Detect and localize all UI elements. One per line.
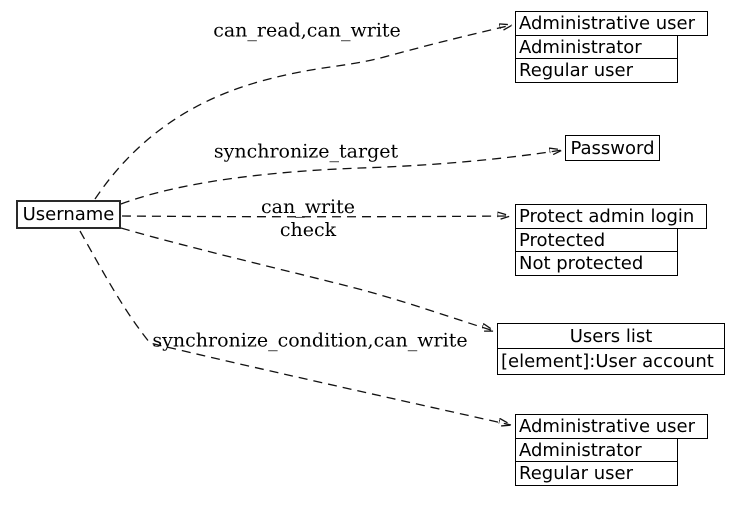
record-row: Not protected — [515, 251, 678, 277]
record-title: Password — [565, 135, 660, 161]
node-administrative-user-bottom: Administrative user Administrator Regula… — [515, 414, 708, 487]
node-username: Username — [16, 200, 121, 229]
edge-label-can-read-can-write: can_read,can_write — [213, 19, 401, 42]
node-username-label: Username — [22, 204, 115, 225]
record-row: Regular user — [515, 461, 678, 487]
edge-can-write-check — [121, 216, 510, 217]
edge-label-line: check — [279, 219, 337, 241]
edge-label-line: can_write — [260, 196, 356, 218]
record-row: Administrator — [515, 437, 678, 463]
record-title: Protect admin login — [515, 204, 707, 229]
record-title: Administrative user — [515, 414, 708, 439]
edge-label-synchronize-condition: synchronize_condition,can_write — [152, 329, 468, 352]
node-password: Password — [565, 135, 660, 161]
record-title: Users list — [497, 323, 725, 349]
edge-label-can-write-check: can_write check — [261, 196, 355, 242]
node-users-list: Users list [element]:User account — [497, 323, 725, 375]
edge-synchronize-condition — [79, 230, 511, 425]
record-row: [element]:User account — [497, 347, 725, 375]
record-row: Regular user — [515, 58, 678, 84]
record-row: Administrator — [515, 34, 678, 60]
edge-to-users-list — [120, 227, 494, 331]
record-row: Protected — [515, 227, 678, 253]
record-title: Administrative user — [515, 11, 708, 36]
node-administrative-user-top: Administrative user Administrator Regula… — [515, 11, 708, 84]
node-protect-admin-login: Protect admin login Protected Not protec… — [515, 204, 707, 277]
edge-synchronize-target — [120, 150, 562, 205]
edge-can-read-can-write — [94, 25, 512, 200]
edge-label-synchronize-target: synchronize_target — [213, 140, 399, 163]
